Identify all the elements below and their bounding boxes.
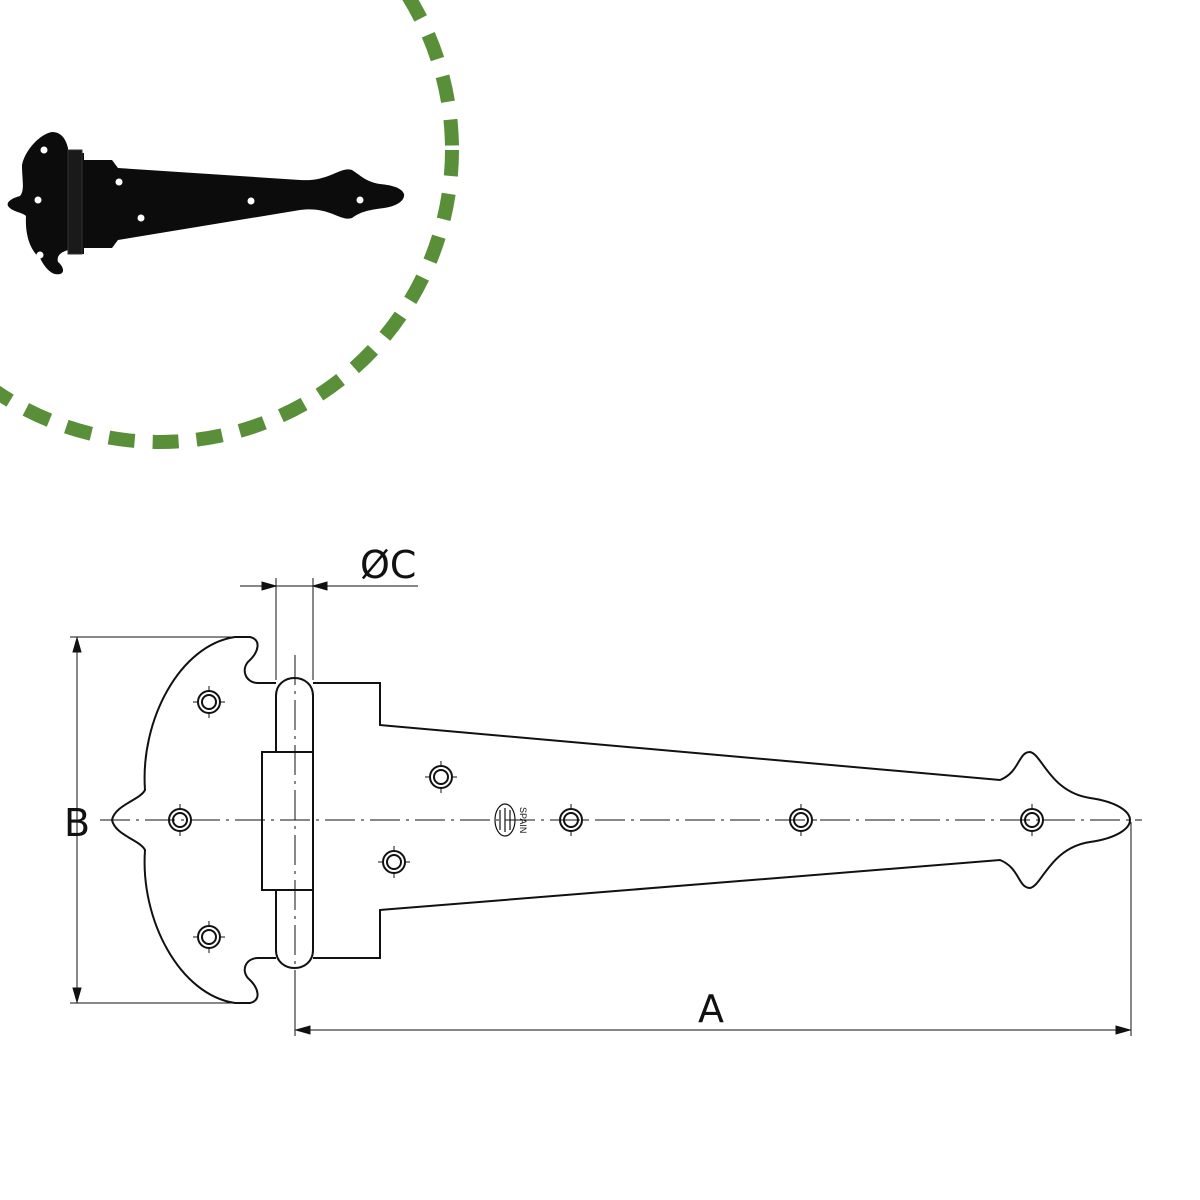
dimension-a [294, 822, 1132, 1036]
dimension-b [70, 636, 240, 1004]
screw-hole [193, 921, 225, 953]
screw-hole [378, 846, 410, 878]
dashed-circle-frame [0, 0, 459, 449]
screw-hole [785, 804, 817, 836]
pin-knuckle-middle [261, 751, 314, 891]
right-leaf-outline [313, 682, 1132, 959]
screw-holes [164, 686, 1048, 953]
hinge-photo [7, 132, 405, 275]
dimension-a-label: A [698, 987, 724, 1031]
dimension-b-label: B [64, 801, 90, 845]
pin-knuckle-bottom [275, 890, 314, 969]
hinge-technical-drawing [70, 578, 1142, 1036]
dimension-c [240, 578, 418, 680]
screw-hole [1016, 804, 1048, 836]
screw-hole [164, 804, 196, 836]
screw-hole [555, 804, 587, 836]
dimension-c-label: ØC [360, 543, 416, 587]
maker-logo [494, 803, 516, 837]
logo-spain-text: SPAIN [518, 807, 528, 833]
screw-hole [425, 761, 457, 793]
screw-hole [193, 686, 225, 718]
